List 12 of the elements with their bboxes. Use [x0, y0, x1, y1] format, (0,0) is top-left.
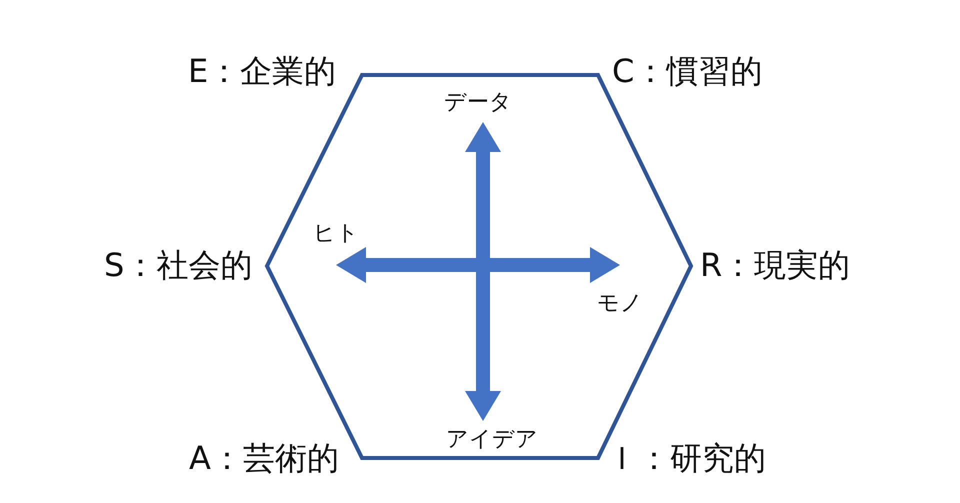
double-arrow: [465, 122, 501, 421]
axis-label: ヒト: [313, 221, 359, 247]
vertex-label: Ｉ：研究的: [606, 439, 766, 477]
axis-label: データ: [444, 90, 512, 116]
double-arrow: [336, 247, 620, 283]
vertex-label: A：芸術的: [189, 439, 339, 477]
axis-label: モノ: [597, 291, 643, 317]
vertex-label: S：社会的: [104, 246, 252, 284]
vertex-label: R：現実的: [700, 246, 850, 284]
vertex-label: E：企業的: [188, 52, 336, 90]
vertex-label: C：慣習的: [612, 52, 762, 90]
axis-label: アイデア: [446, 427, 538, 453]
